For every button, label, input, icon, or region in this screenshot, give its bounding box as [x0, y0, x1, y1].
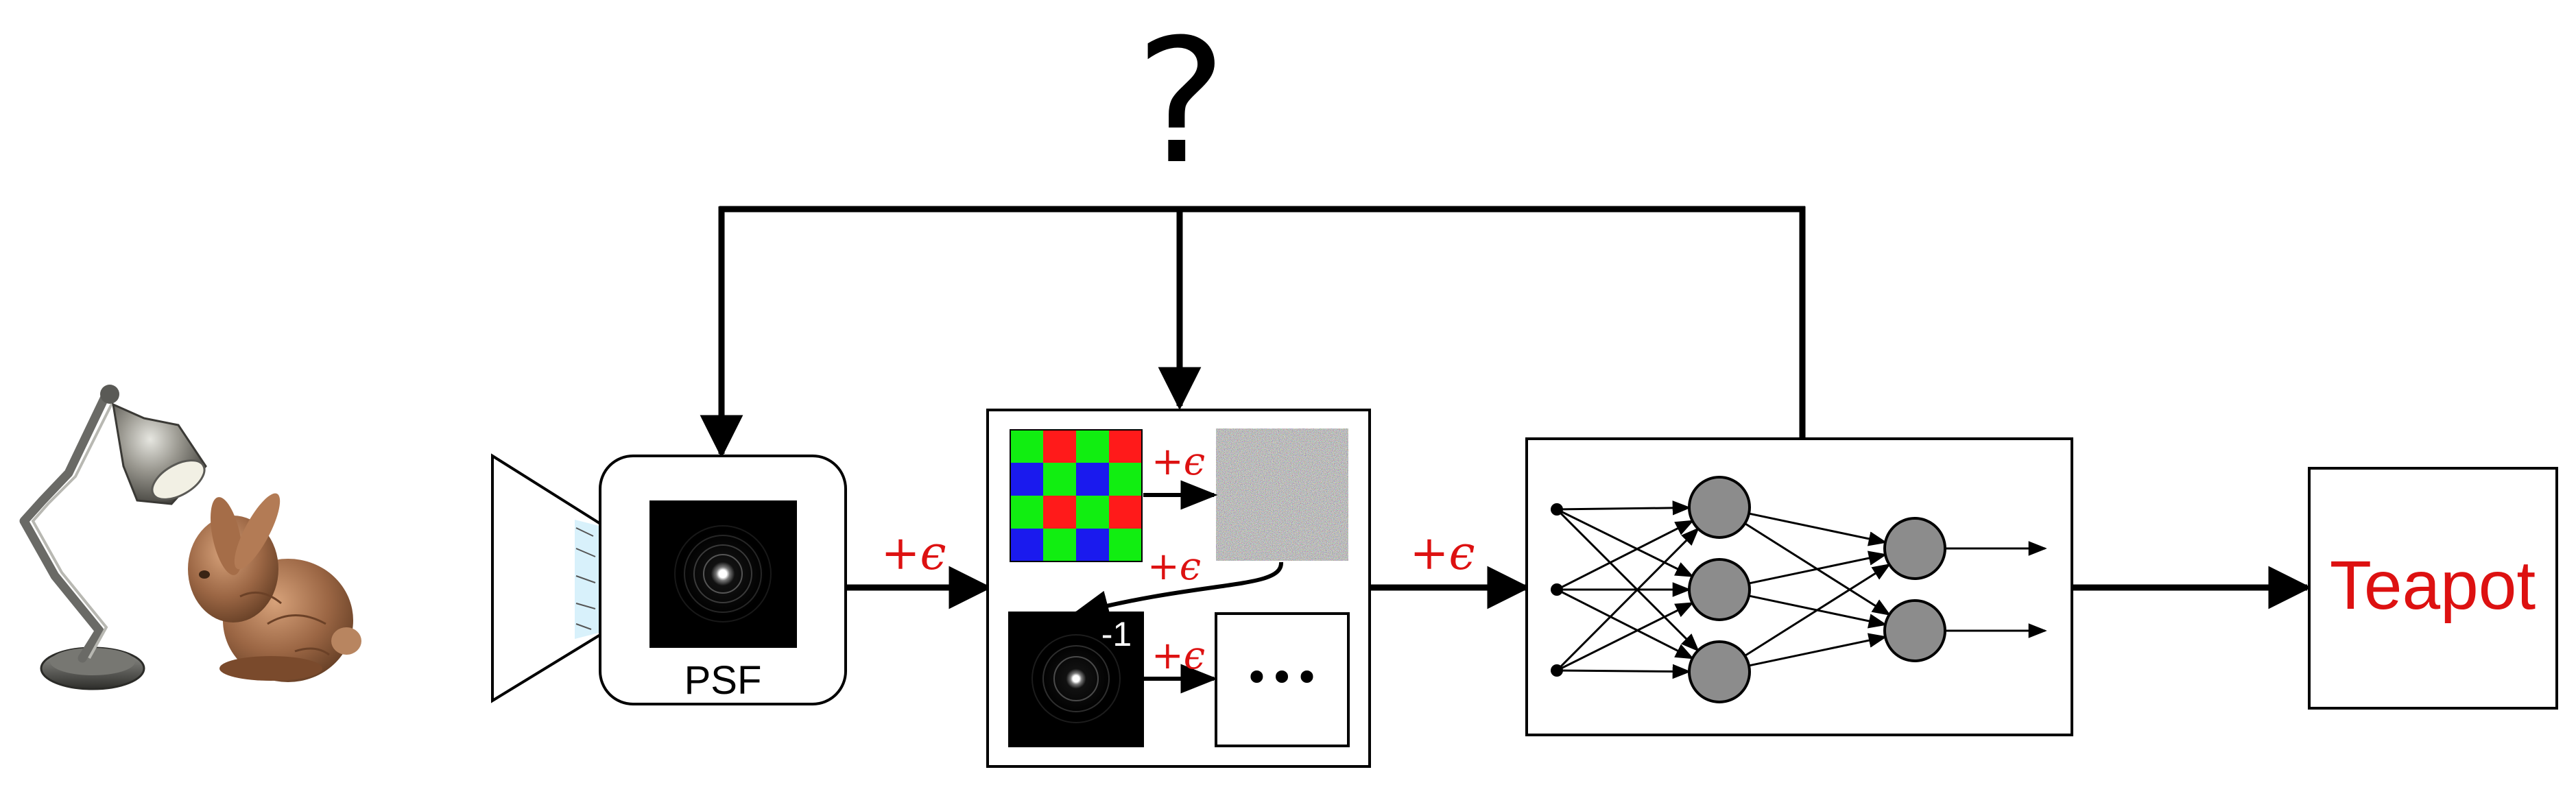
bayer-cell	[1010, 430, 1043, 463]
nn-edge	[1748, 633, 1887, 667]
epsilon-label-4: +ϵ	[1152, 633, 1205, 678]
more-stages-box	[1215, 612, 1350, 747]
nn-edge	[1555, 508, 1700, 652]
feedback-loop	[700, 206, 1806, 459]
bayer-cell	[1109, 463, 1142, 496]
arrow-noise-to-deconv	[1071, 561, 1284, 620]
nn-edge	[1556, 664, 1691, 679]
nn-edge	[1748, 551, 1887, 585]
desk-lamp-icon	[19, 385, 207, 690]
bayer-cell	[1043, 496, 1076, 529]
nn-input-node	[1551, 503, 1563, 516]
bayer-cell	[1010, 496, 1043, 529]
bayer-cell	[1076, 529, 1109, 561]
psf-image-icon	[649, 500, 797, 648]
epsilon-label-1: +ϵ	[881, 527, 946, 581]
psf-label: PSF	[684, 658, 762, 703]
bayer-outline	[1010, 429, 1143, 562]
bayer-cell	[1109, 430, 1142, 463]
bayer-cell	[1076, 463, 1109, 496]
bunny-icon	[188, 493, 361, 682]
neural-network-box	[1525, 437, 2073, 736]
bayer-cell	[1076, 496, 1109, 529]
bayer-cell	[1076, 430, 1109, 463]
epsilon-label-5: +ϵ	[1409, 527, 1475, 581]
ellipsis-label: •••	[1244, 653, 1320, 703]
epsilon-label-2: +ϵ	[1152, 439, 1205, 484]
nn-input-node	[1551, 664, 1563, 677]
bayer-cell	[1109, 496, 1142, 529]
nn-edge	[1556, 508, 1694, 577]
nn-edge	[1556, 588, 1695, 660]
inverse-label: -1	[1101, 615, 1132, 653]
camera-body-icon	[491, 453, 608, 703]
bayer-cell	[1043, 430, 1076, 463]
deconvolution-image-icon	[1008, 612, 1144, 747]
bayer-cell	[1043, 529, 1076, 561]
nn-hidden-node	[1883, 599, 1946, 662]
nn-hidden-node	[1688, 476, 1751, 539]
noise-image-icon	[1216, 428, 1348, 561]
nn-edge	[1556, 500, 1691, 516]
bayer-cell	[1109, 529, 1142, 561]
question-mark: ?	[1136, 2, 1227, 202]
bayer-cell	[1010, 529, 1043, 561]
nn-hidden-node	[1688, 640, 1751, 703]
output-box	[2308, 467, 2558, 710]
bayer-cell	[1010, 463, 1043, 496]
nn-edge	[1555, 527, 1700, 672]
nn-input-node	[1551, 583, 1563, 596]
output-label: Teapot	[2330, 547, 2536, 624]
neural-network-icon	[1551, 476, 2047, 703]
nn-edge	[1556, 520, 1695, 591]
nn-edge	[1556, 602, 1695, 672]
epsilon-label-3: +ϵ	[1147, 544, 1201, 589]
nn-hidden-node	[1688, 558, 1751, 621]
nn-edge	[1748, 512, 1887, 546]
bayer-mosaic-icon	[1010, 429, 1143, 562]
bayer-cell	[1043, 463, 1076, 496]
nn-hidden-node	[1883, 517, 1946, 580]
nn-edge	[1744, 564, 1892, 657]
